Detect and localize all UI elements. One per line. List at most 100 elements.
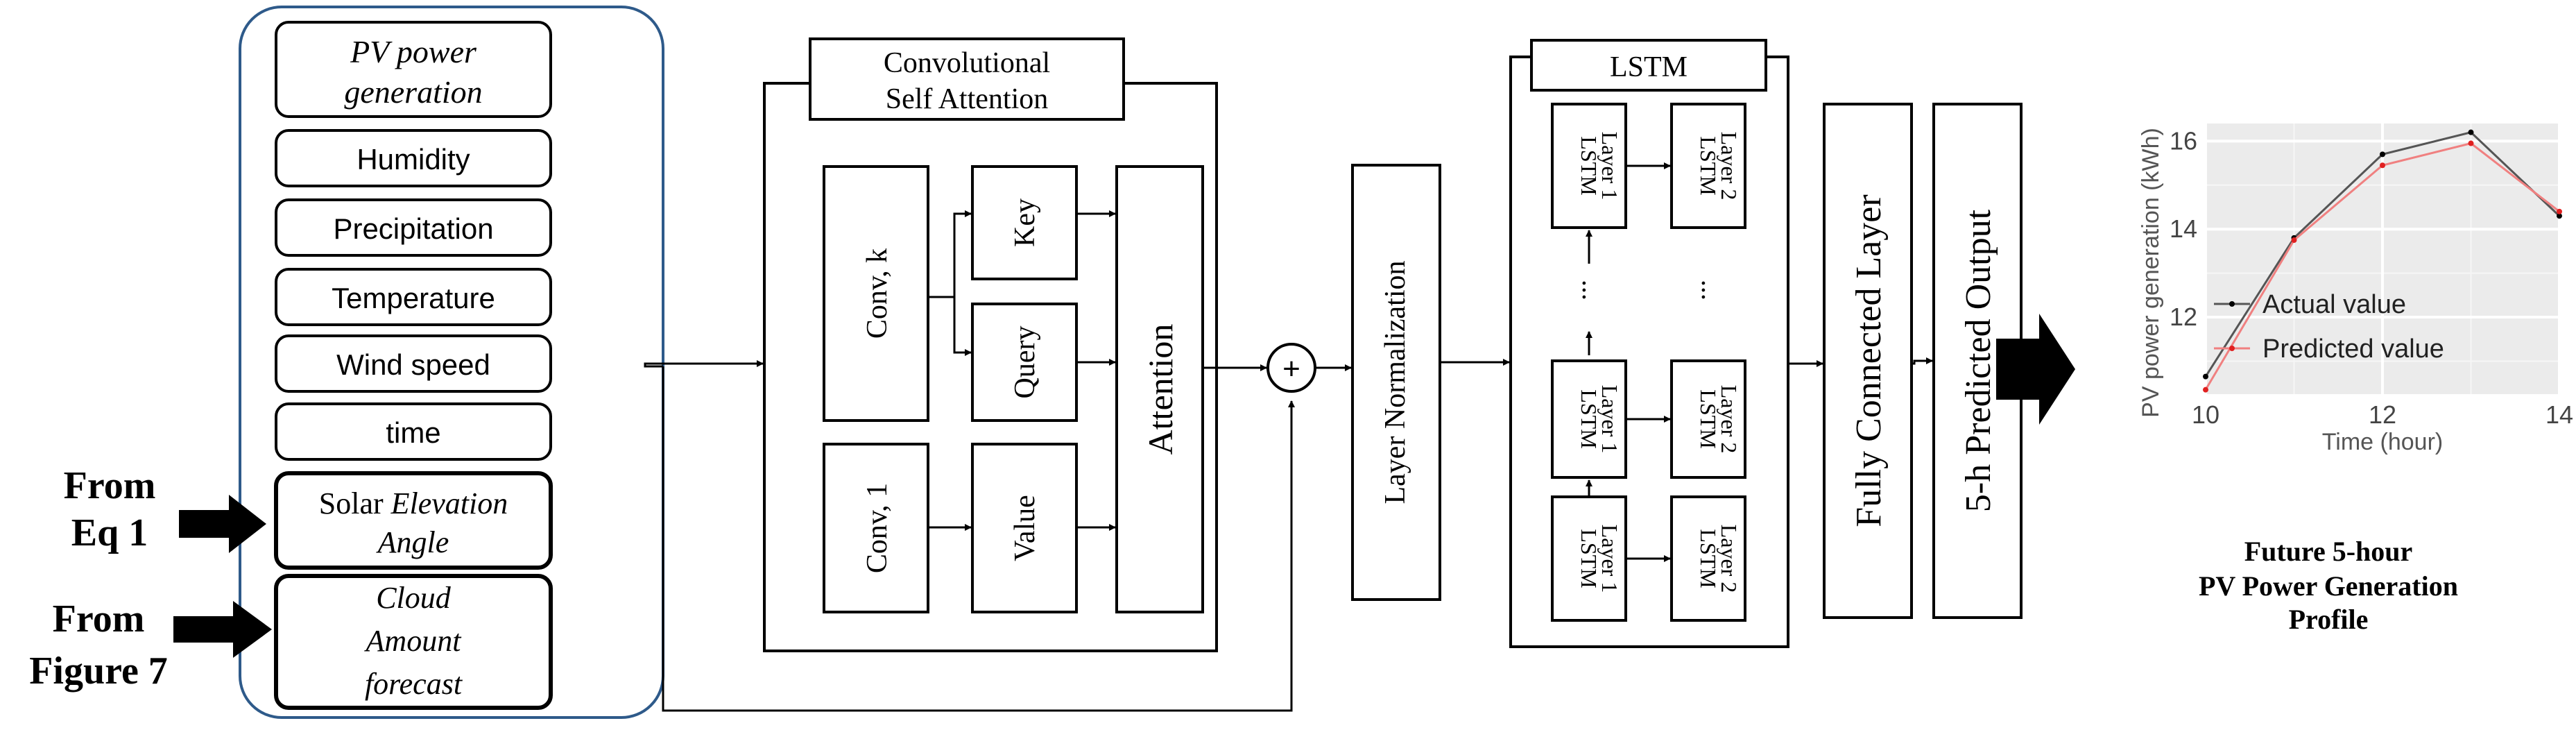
- input-time: time: [275, 402, 552, 461]
- chart-data-point: [2468, 129, 2474, 135]
- lstm-cell-top-layer1: LSTM Layer 1: [1551, 103, 1627, 229]
- fully-connected-layer-block: Fully Connected Layer: [1823, 103, 1913, 619]
- svg-text:LSTM: LSTM: [1577, 136, 1602, 195]
- conv-1-block: Conv, 1: [823, 443, 929, 613]
- chart-y-tick-label: 16: [2170, 126, 2197, 155]
- chart-data-point: [2557, 208, 2562, 214]
- svg-text:Fully Connected Layer: Fully Connected Layer: [1849, 194, 1889, 527]
- chart-xlabel: Time (hour): [2322, 429, 2443, 455]
- chart-data-point: [2557, 213, 2562, 219]
- chart-data-point: [2380, 151, 2385, 158]
- chart-ylabel: PV power generation (kWh): [2138, 128, 2164, 418]
- lstm-cell-top-layer2: LSTM Layer 2: [1670, 103, 1746, 229]
- chart-legend-label: Actual value: [2262, 290, 2406, 319]
- chart-caption: Future 5-hour PV Power Generation Profil…: [2199, 536, 2458, 635]
- svg-text:Layer 1: Layer 1: [1597, 525, 1622, 593]
- convk-to-key-arrow: [928, 210, 972, 298]
- chart-data-point: [2380, 162, 2385, 169]
- from-eq-arrow: [179, 495, 266, 553]
- svg-text:PV Power Generation: PV Power Generation: [2199, 570, 2458, 602]
- svg-text:Profile: Profile: [2289, 604, 2369, 635]
- svg-text:Precipitation: Precipitation: [333, 212, 493, 245]
- chart-y-tick-label: 12: [2170, 303, 2197, 331]
- svg-text:LSTM: LSTM: [1610, 51, 1688, 83]
- svg-text:Conv, k: Conv, k: [861, 248, 893, 339]
- svg-text:Solar Elevation: Solar Elevation: [319, 486, 508, 520]
- query-block: Query: [971, 303, 1078, 422]
- lstm-title: LSTM: [1530, 39, 1767, 92]
- input-solar-elevation-angle: Solar Elevation Angle: [274, 471, 553, 570]
- csa-title: Convolutional Self Attention: [809, 37, 1125, 121]
- fc-to-output-arrow: [1912, 357, 1933, 365]
- svg-text:From: From: [64, 464, 156, 507]
- chart-data-point: [2203, 387, 2208, 393]
- svg-text:PV power: PV power: [350, 34, 477, 69]
- svg-text:forecast: forecast: [365, 667, 463, 701]
- svg-text:Future 5-hour: Future 5-hour: [2244, 536, 2413, 567]
- svg-text:Humidity: Humidity: [357, 143, 470, 176]
- input-to-csa-line: [644, 360, 764, 368]
- value-block: Value: [971, 443, 1078, 613]
- residual-skip-line: [662, 366, 1295, 712]
- svg-text:time: time: [386, 416, 440, 449]
- chart-x-tick-label: 14: [2545, 400, 2573, 429]
- lstm-ellipsis-layer2: ...: [1696, 280, 1727, 300]
- svg-text:Amount: Amount: [364, 624, 463, 658]
- input-humidity: Humidity: [275, 129, 552, 187]
- svg-text:Value: Value: [1009, 495, 1041, 561]
- lstm-cell-bottom-layer1: LSTM Layer 1: [1551, 495, 1627, 622]
- svg-text:LSTM: LSTM: [1696, 136, 1721, 195]
- svg-text:Layer 2: Layer 2: [1717, 385, 1742, 454]
- input-cloud-amount-forecast: Cloud Amount forecast: [274, 574, 553, 710]
- svg-text:Figure 7: Figure 7: [29, 650, 168, 693]
- chart-x-tick-label: 10: [2192, 400, 2219, 429]
- svg-text:From: From: [53, 597, 145, 640]
- svg-text:Layer Normalization: Layer Normalization: [1380, 260, 1411, 504]
- from-figure-arrow: [173, 601, 272, 658]
- attention-block: Attention: [1115, 165, 1204, 613]
- svg-text:generation: generation: [344, 74, 482, 110]
- svg-text:LSTM: LSTM: [1577, 389, 1602, 448]
- lstm-cell-mid-layer2: LSTM Layer 2: [1670, 359, 1746, 479]
- key-block: Key: [971, 165, 1078, 280]
- chart-legend-marker: [2229, 346, 2235, 351]
- chart-data-point: [2291, 237, 2297, 244]
- svg-text:LSTM: LSTM: [1577, 529, 1602, 588]
- svg-text:5-h Predicted Output: 5-h Predicted Output: [1959, 209, 1998, 512]
- svg-text:+: +: [1282, 352, 1300, 386]
- svg-text:Layer 2: Layer 2: [1717, 525, 1742, 593]
- chart-legend-marker: [2229, 301, 2235, 307]
- conv-k-block: Conv, k: [823, 165, 929, 422]
- chart-legend-label: Predicted value: [2262, 334, 2444, 364]
- input-pv-power-generation: PV power generation: [275, 21, 552, 118]
- svg-text:Angle: Angle: [376, 525, 449, 559]
- svg-text:LSTM: LSTM: [1696, 389, 1721, 448]
- input-temperature: Temperature: [275, 268, 552, 326]
- svg-text:Query: Query: [1009, 326, 1041, 399]
- svg-text:Layer 2: Layer 2: [1717, 132, 1742, 201]
- input-precipitation: Precipitation: [275, 198, 552, 257]
- svg-text:Wind speed: Wind speed: [336, 348, 490, 381]
- svg-text:LSTM: LSTM: [1696, 529, 1721, 588]
- output-to-chart-arrow: [1996, 314, 2075, 425]
- input-wind-speed: Wind speed: [275, 334, 552, 393]
- chart-data-point: [2468, 140, 2474, 146]
- from-eq-label: From Eq 1: [64, 464, 156, 554]
- svg-text:Layer 1: Layer 1: [1597, 385, 1622, 454]
- svg-text:Eq 1: Eq 1: [71, 511, 148, 554]
- svg-text:Layer 1: Layer 1: [1597, 132, 1622, 201]
- residual-add-node: +: [1266, 343, 1316, 393]
- svg-text:Self Attention: Self Attention: [886, 83, 1049, 115]
- lstm-cell-bottom-layer2: LSTM Layer 2: [1670, 495, 1746, 622]
- svg-text:Cloud: Cloud: [376, 581, 452, 615]
- chart-data-point: [2203, 373, 2208, 380]
- svg-text:Attention: Attention: [1141, 324, 1180, 455]
- chart-y-tick-label: 14: [2170, 214, 2197, 243]
- from-figure-label: From Figure 7: [29, 597, 168, 693]
- lstm-cell-mid-layer1: LSTM Layer 1: [1551, 359, 1627, 479]
- convk-to-query-arrow: [953, 297, 972, 356]
- chart-x-tick-label: 12: [2369, 400, 2396, 429]
- lstm-ellipsis-layer1: ...: [1577, 280, 1608, 300]
